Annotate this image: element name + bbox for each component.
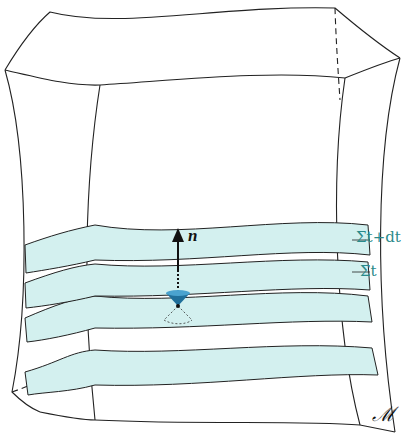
manifold-label: ℳ [372, 400, 395, 427]
vector-label: n [188, 226, 197, 246]
slice-label: Σt [360, 262, 377, 280]
slice-label: Σt+dt [356, 228, 401, 246]
